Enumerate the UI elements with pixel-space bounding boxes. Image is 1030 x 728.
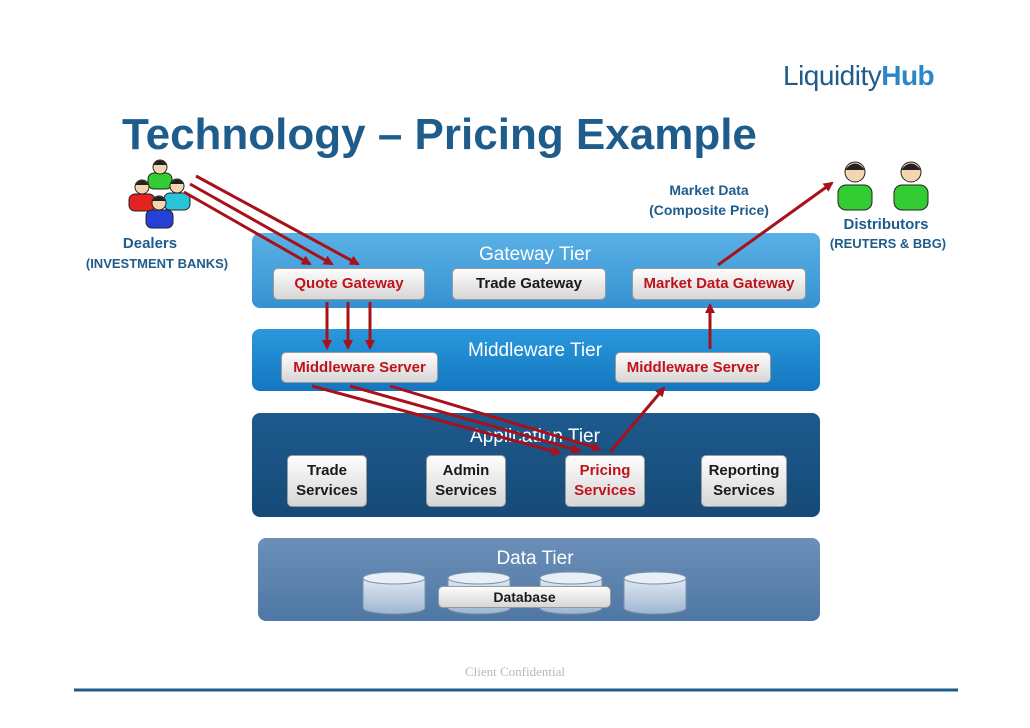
gateway-tier-label: Gateway Tier [479, 244, 591, 265]
data-tier-label: Data Tier [496, 548, 574, 569]
middleware-server-right-box: Middleware Server [615, 352, 771, 383]
dealers-people-icon [128, 159, 191, 229]
middleware-server-left-box: Middleware Server [281, 352, 438, 383]
reporting-services-line2: Services [713, 482, 775, 499]
pricing-to-middleware-arrow [608, 386, 666, 453]
pricing-services-line2: Services [574, 482, 636, 499]
admin-services-line2: Services [435, 482, 497, 499]
trade-services-line1: Trade [306, 462, 348, 479]
page-title: Technology – Pricing Example [122, 110, 757, 159]
quote-gateway-box: Quote Gateway [273, 268, 425, 300]
market-data-gateway-box: Market Data Gateway [632, 268, 806, 300]
dealers-label: Dealers [122, 235, 178, 252]
trade-services-box: Trade Services [287, 455, 367, 507]
dealers-sublabel: (INVESTMENT BANKS) [85, 256, 229, 271]
liquidityhub-logo: LiquidityHub [783, 60, 935, 91]
database-cylinder-icon [623, 571, 687, 615]
middleware-tier-label: Middleware Tier [467, 340, 603, 361]
middleware-to-pricing-arrows [311, 384, 602, 456]
pricing-services-line1: Pricing [579, 462, 631, 479]
distributors-sublabel: (REUTERS & BBG) [829, 236, 947, 251]
dealers-to-quote-gateway-arrows [183, 174, 360, 266]
reporting-services-line1: Reporting [708, 462, 780, 479]
database-cylinder-icon [362, 571, 426, 615]
application-tier-label: Application Tier [470, 426, 600, 447]
footer-confidential: Client Confidential [464, 664, 565, 679]
market-data-sublabel: (Composite Price) [649, 202, 769, 218]
distributors-label: Distributors [843, 216, 929, 233]
market-gateway-to-distributors-arrow [717, 181, 834, 267]
database-box: Database [438, 586, 611, 608]
admin-services-box: Admin Services [426, 455, 506, 507]
distributor-person-icon [837, 161, 873, 211]
pricing-services-box: Pricing Services [565, 455, 645, 507]
trade-gateway-box: Trade Gateway [452, 268, 606, 300]
trade-services-line2: Services [296, 482, 358, 499]
market-data-label: Market Data [669, 182, 749, 198]
reporting-services-box: Reporting Services [701, 455, 787, 507]
distributor-person-icon [893, 161, 929, 211]
admin-services-line1: Admin [442, 462, 490, 479]
quote-to-middleware-arrows [322, 302, 375, 350]
